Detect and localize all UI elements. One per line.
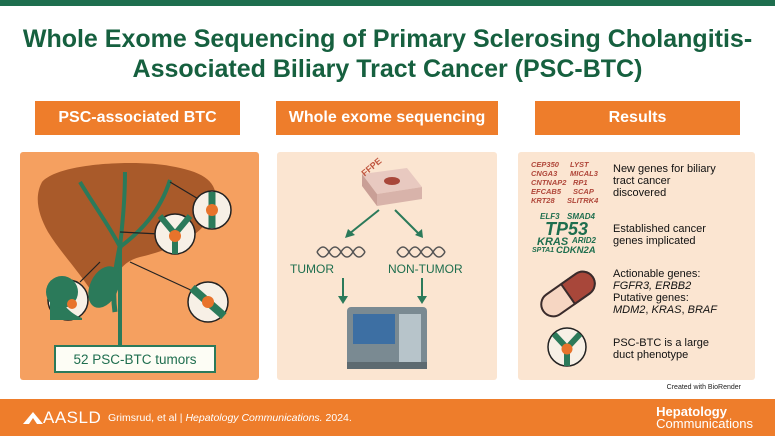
new-genes-text: New genes for biliary tract cancer disco… [613,163,716,199]
gallbladder-shape [88,266,120,308]
gene-efcab5: EFCAB5 [531,187,562,196]
gene-cnga3: CNGA3 [531,169,558,178]
putative-gene-mdm2: MDM2 [613,304,646,316]
aasld-logo: AASLD [23,408,101,428]
top-accent-bar [0,0,775,6]
duct-circle-1 [154,213,196,255]
gene-smad4: SMAD4 [567,212,596,221]
established-line-1: Established cancer [613,223,706,235]
citation-separator: | [179,412,183,424]
dna-non-tumor [396,246,446,258]
new-genes-line-2: tract cancer [613,175,671,187]
gene-arid2: ARID2 [572,236,597,245]
title-line-1: Whole Exome Sequencing of Primary Sclero… [22,25,753,53]
gene-kras: KRAS [537,236,569,248]
putative-gene-braf: BRAF [687,304,717,316]
brand-line-2: Communications [656,416,753,431]
footer-bar [0,399,775,436]
tumor-label: TUMOR [290,262,334,276]
actionable-line-1: Actionable genes: [613,268,701,280]
title-line-2: Associated Biliary Tract Cancer (PSC-BTC… [132,55,643,83]
aasld-logo-icon [23,412,43,424]
page-title: Whole Exome Sequencing of Primary Sclero… [20,24,755,84]
citation: Grimsrud, et al | Hepatology Communicati… [108,412,352,424]
tumor-count-box: 52 PSC-BTC tumors [54,345,216,373]
gene-elf3: ELF3 [540,212,560,221]
duct-circle-2 [192,190,232,230]
non-tumor-label: NON-TUMOR [388,262,463,276]
actionable-genes: FGFR3, ERBB2 [613,280,692,292]
gene-mical3: MICAL3 [570,169,598,178]
header-psc-btc: PSC-associated BTC [35,101,240,135]
hepatology-communications-logo: Hepatology Communications [656,404,753,431]
liver-illustration [37,163,232,352]
citation-authors: Grimsrud, et al [108,412,177,424]
ffpe-block [362,168,422,206]
capsule-icon [540,270,596,318]
phenotype-line-2: duct phenotype [613,349,689,361]
liver-shape [37,163,216,297]
gene-tp53: TP53 [545,219,589,239]
established-line-2: genes implicated [613,235,696,247]
gene-krt28: KRT28 [531,196,555,205]
phenotype-line-1: PSC-BTC is a large [613,337,709,349]
biorender-credit: Created with BioRender [666,384,741,391]
large-duct-icon [547,327,587,367]
gene-lyst: LYST [570,160,589,169]
header-results: Results [535,101,740,135]
established-text: Established cancer genes implicated [613,223,706,247]
actionable-text: Actionable genes: FGFR3, ERBB2 Putative … [613,268,717,316]
duct-circle-4 [187,281,229,323]
aasld-wordmark: AASLD [43,408,102,427]
putative-gene-kras: KRAS [651,304,682,316]
citation-journal: Hepatology Communications. [185,412,323,424]
putative-label: Putative genes: [613,292,689,304]
gene-scap: SCAP [573,187,594,196]
phenotype-text: PSC-BTC is a large duct phenotype [613,337,709,361]
citation-year: 2024. [325,412,352,424]
gene-rp1: RP1 [573,178,588,187]
gene-spta1: SPTA1 [532,247,555,254]
gene-slitrk4: SLITRK4 [567,196,599,205]
duct-circle-3 [46,276,89,321]
new-genes-line-3: discovered [613,187,667,199]
dna-tumor [316,246,366,258]
brand-line-1: Hepatology [656,404,727,419]
sequencing-illustration [316,168,446,369]
new-genes-line-1: New genes for biliary [613,163,716,175]
gene-cep350: CEP350 [531,160,559,169]
header-wes: Whole exome sequencing [276,101,498,135]
gene-cdkn2a: CDKN2A [556,245,596,256]
gene-cntnap2: CNTNAP2 [531,178,567,187]
sequencer-machine [347,307,427,369]
